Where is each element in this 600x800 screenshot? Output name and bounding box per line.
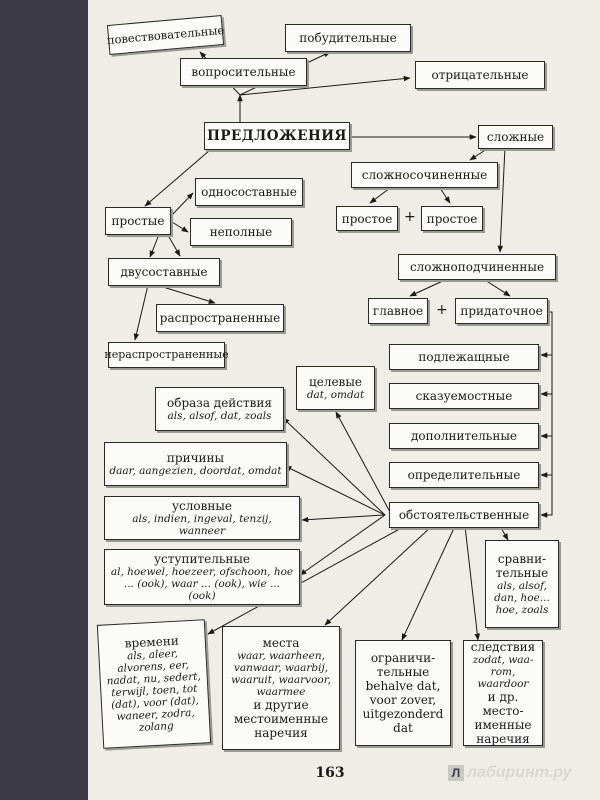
obraza-conjunctions: als, alsof, dat, zoals bbox=[167, 410, 272, 422]
node-slozhnopodchinennye: сложноподчиненные bbox=[398, 254, 556, 280]
sledstviya-conjunctions: zodat, waa-rom, waardoor bbox=[472, 654, 534, 690]
node-predlozheniya: ПРЕДЛОЖЕНИЯ bbox=[204, 122, 350, 150]
node-slozhnye: сложные bbox=[478, 125, 553, 149]
obraza-title: образа действия bbox=[167, 396, 272, 410]
node-mesta: места waar, waarheen, vanwaar, waarbij, … bbox=[222, 626, 340, 750]
sravnitelnye-conjunctions: als, alsof, dan, hoe... hoe, zoals bbox=[494, 580, 550, 616]
node-celevye: целевые dat, omdat bbox=[296, 366, 375, 410]
node-ogranichitelnye: ограничи-тельные behalve dat, voor zover… bbox=[355, 640, 451, 746]
node-prichiny: причины daar, aangezien, doordat, omdat bbox=[104, 442, 287, 486]
celevye-conjunctions: dat, omdat bbox=[306, 389, 365, 401]
mesta-conjunctions: waar, waarheen, vanwaar, waarbij, waarui… bbox=[231, 650, 331, 698]
plus-sign-1: + bbox=[404, 209, 416, 225]
node-dopolnitelnye: дополнительные bbox=[389, 423, 539, 449]
node-ustupitelnye: уступительные al, hoewel, hoezeer, ofsch… bbox=[104, 549, 300, 605]
node-sravnitelnye: сравни-тельные als, alsof, dan, hoe... h… bbox=[485, 540, 559, 628]
node-obraza-deystviya: образа действия als, alsof, dat, zoals bbox=[155, 387, 284, 431]
node-opredelitelnye: определительные bbox=[389, 462, 539, 488]
sledstviya-note: и др. место-именные наречия bbox=[474, 690, 532, 746]
prichiny-title: причины bbox=[166, 451, 225, 465]
watermark-text: лабиринт.ру bbox=[467, 764, 572, 781]
node-otricatelnye: отрицательные bbox=[415, 61, 545, 89]
node-nepolnye: неполные bbox=[190, 218, 292, 246]
node-skazuemostnye: сказуемостные bbox=[389, 383, 539, 409]
ustupitelnye-conjunctions: al, hoewel, hoezeer, ofschoon, hoe ... (… bbox=[110, 566, 294, 602]
node-prostye: простые bbox=[105, 207, 171, 235]
node-dvusostavnye: двусоставные bbox=[108, 258, 220, 286]
node-odnosostavnye: односоставные bbox=[195, 178, 303, 206]
uslovnye-conjunctions: als, indien, ingeval, tenzij, wanneer bbox=[132, 513, 272, 537]
node-voprositelnye: вопросительные bbox=[180, 58, 307, 86]
node-uslovnye: условные als, indien, ingeval, tenzij, w… bbox=[104, 496, 300, 540]
node-obstoyatelstvennye: обстоятельственные bbox=[389, 502, 539, 528]
vremeni-conjunctions: als, aleer, alvorens, eer, nadat, nu, se… bbox=[106, 647, 202, 734]
node-pobuditelnye: побудительные bbox=[285, 24, 411, 52]
node-slozhnosochinennye: сложносочиненные bbox=[351, 162, 498, 188]
sledstviya-title: следствия bbox=[470, 640, 536, 654]
mesta-note: и другие местоименные наречия bbox=[233, 698, 329, 740]
prichiny-conjunctions: daar, aangezien, doordat, omdat bbox=[109, 465, 282, 477]
ustupitelnye-title: уступительные bbox=[153, 552, 251, 566]
node-vremeni: времени als, aleer, alvorens, eer, nadat… bbox=[96, 619, 212, 749]
node-podlezhashchnye: подлежащные bbox=[389, 344, 539, 370]
node-pridatochnoe: придаточное bbox=[455, 298, 548, 324]
sravnitelnye-title: сравни-тельные bbox=[495, 552, 549, 580]
node-rasprostranennye: распространенные bbox=[156, 304, 284, 332]
labirint-logo-icon: Л bbox=[448, 765, 464, 781]
node-nerasprostranennye: нераспространенные bbox=[104, 342, 229, 368]
ogranichitelnye-conjunctions: behalve dat, voor zover, uitgezonderd da… bbox=[362, 679, 444, 735]
page-number: 163 bbox=[315, 765, 345, 781]
node-sledstviya: следствия zodat, waa-rom, waardoor и др.… bbox=[463, 640, 543, 746]
node-glavnoe: главное bbox=[368, 298, 428, 324]
ogranichitelnye-title: ограничи-тельные bbox=[370, 651, 436, 679]
node-prostoe-2: простое bbox=[421, 206, 483, 231]
uslovnye-title: условные bbox=[171, 499, 233, 513]
celevye-title: целевые bbox=[309, 375, 362, 389]
node-prostoe-1: простое bbox=[336, 206, 398, 231]
plus-sign-2: + bbox=[436, 302, 448, 318]
mesta-title: места bbox=[262, 636, 300, 650]
